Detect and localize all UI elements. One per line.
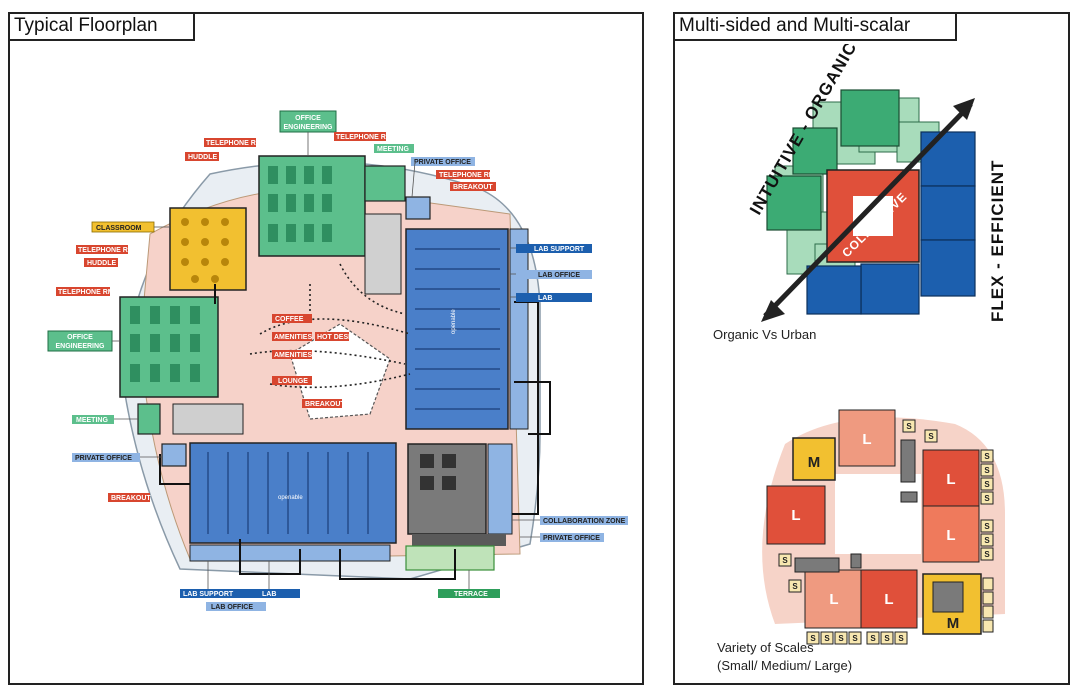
variety-of-scales-diagram: M L L L L L L M S bbox=[762, 409, 1005, 645]
breakout-left-label: BREAKOUT bbox=[111, 495, 151, 502]
breakout-center-label: BREAKOUT bbox=[305, 401, 345, 408]
organic-vs-urban-caption: Organic Vs Urban bbox=[713, 327, 817, 342]
private-office-left-label: PRIVATE OFFICE bbox=[75, 455, 132, 462]
variety-of-scales-caption-line2: (Small/ Medium/ Large) bbox=[717, 658, 853, 673]
private-office-left-box bbox=[161, 443, 187, 467]
typical-floorplan-title: Typical Floorplan bbox=[8, 12, 195, 41]
large-block-bottom-mid bbox=[860, 569, 918, 629]
terrace-label: TERRACE bbox=[454, 591, 488, 598]
small-label: S bbox=[782, 556, 788, 565]
large-label-left: L bbox=[791, 507, 800, 524]
small-label: S bbox=[984, 536, 990, 545]
small-label: S bbox=[898, 634, 904, 643]
amenities-label-2: AMENITIES bbox=[274, 352, 312, 359]
organic-vs-urban-diagram: INTUITIVE - ORGANIC FLEX - EFFICIENT COL… bbox=[746, 44, 1007, 322]
small-label: S bbox=[824, 634, 830, 643]
lab-bottom-label: LAB bbox=[262, 591, 276, 598]
small-label: S bbox=[810, 634, 816, 643]
openable-label-1: openable bbox=[451, 309, 457, 334]
large-label-right-top: L bbox=[946, 471, 955, 488]
lab-office-right-label: LAB OFFICE bbox=[538, 272, 580, 279]
hot-desk-label: HOT DESK bbox=[317, 334, 353, 341]
terrace-zone bbox=[405, 545, 495, 571]
telephone-rm-label-5: TELEPHONE RM bbox=[58, 289, 114, 296]
coffee-label: COFFEE bbox=[275, 316, 304, 323]
flex-efficient-label: FLEX - EFFICIENT bbox=[988, 160, 1007, 322]
lounge-label: LOUNGE bbox=[278, 378, 308, 385]
large-block-right-mid bbox=[922, 505, 980, 563]
lab-bottom-zone bbox=[189, 442, 397, 544]
huddle-label-1: HUDDLE bbox=[188, 154, 217, 161]
telephone-rm-label-3: TELEPHONE RM bbox=[439, 172, 495, 179]
small-label: S bbox=[792, 582, 798, 591]
floorplan-drawing: COFFEE AMENITIES AMENITIES HOT DESK LOUN… bbox=[47, 110, 628, 611]
office-engineering-top-label-line1: OFFICE bbox=[295, 115, 321, 122]
lab-support-bottom-label: LAB SUPPORT bbox=[183, 591, 234, 598]
large-block-left bbox=[766, 485, 826, 545]
small-label: S bbox=[870, 634, 876, 643]
small-label: S bbox=[852, 634, 858, 643]
small-label: S bbox=[984, 480, 990, 489]
multi-sided-title: Multi-sided and Multi-scalar bbox=[673, 12, 957, 41]
small-label: S bbox=[984, 494, 990, 503]
small-label: S bbox=[984, 522, 990, 531]
small-label: S bbox=[906, 422, 912, 431]
collaboration-zone-label: COLLABORATION ZONE bbox=[543, 518, 626, 525]
meeting-top-label: MEETING bbox=[377, 146, 409, 153]
telephone-rm-label-4: TELEPHONE RM bbox=[78, 247, 134, 254]
large-label-bottom-mid: L bbox=[884, 591, 893, 608]
openable-label-2: openable bbox=[278, 495, 303, 501]
private-office-bottom-label: PRIVATE OFFICE bbox=[543, 535, 600, 542]
telephone-rm-label-1: TELEPHONE RM bbox=[206, 140, 262, 147]
office-engineering-top-label-line2: ENGINEERING bbox=[283, 124, 333, 131]
central-atrium bbox=[289, 323, 391, 420]
typical-floorplan-panel: Typical Floorplan bbox=[8, 12, 644, 685]
private-office-top-label: PRIVATE OFFICE bbox=[414, 159, 471, 166]
small-label: S bbox=[984, 466, 990, 475]
breakout-top-label: BREAKOUT bbox=[453, 184, 493, 191]
small-label: S bbox=[928, 432, 934, 441]
large-label-right-mid: L bbox=[946, 527, 955, 544]
medium-block-top bbox=[792, 437, 836, 481]
amenities-label-1: AMENITIES bbox=[274, 334, 312, 341]
large-label-bottom-left: L bbox=[829, 591, 838, 608]
small-label: S bbox=[984, 550, 990, 559]
multi-sided-panel: Multi-sided and Multi-scalar bbox=[673, 12, 1070, 685]
large-block-right-top bbox=[922, 449, 980, 507]
classroom-label: CLASSROOM bbox=[96, 225, 142, 232]
lab-right-label: LAB bbox=[538, 295, 552, 302]
office-engineering-left-label-line1: OFFICE bbox=[67, 334, 93, 341]
small-label: S bbox=[838, 634, 844, 643]
office-engineering-left-label-line2: ENGINEERING bbox=[55, 343, 105, 350]
private-office-top-box bbox=[405, 196, 431, 220]
meeting-left-label: MEETING bbox=[76, 417, 108, 424]
small-label: S bbox=[984, 452, 990, 461]
meeting-top-box bbox=[364, 165, 406, 202]
large-label-top: L bbox=[862, 431, 871, 448]
medium-label-top: M bbox=[808, 454, 821, 471]
small-label: S bbox=[884, 634, 890, 643]
medium-label-bottom: M bbox=[947, 615, 960, 632]
large-block-top bbox=[838, 409, 896, 467]
huddle-label-2: HUDDLE bbox=[87, 260, 116, 267]
meeting-left-box bbox=[137, 403, 161, 435]
lab-office-bottom-label: LAB OFFICE bbox=[211, 604, 253, 611]
telephone-rm-label-2: TELEPHONE RM bbox=[336, 134, 392, 141]
variety-of-scales-caption-line1: Variety of Scales bbox=[717, 640, 814, 655]
lab-support-right-label: LAB SUPPORT bbox=[534, 246, 585, 253]
diagonal-arrow bbox=[763, 102, 973, 318]
